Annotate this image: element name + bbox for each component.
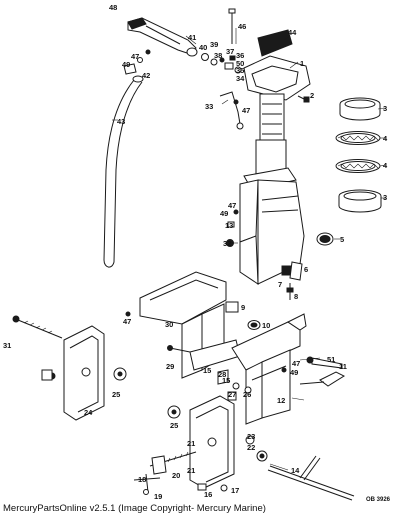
callout: 46 — [238, 22, 246, 31]
tilt-pin — [167, 345, 191, 353]
callout: 22 — [247, 443, 255, 452]
callout: 4 — [383, 161, 388, 170]
tiller-handle — [127, 17, 198, 57]
callout: 49 — [290, 368, 298, 377]
callout: 29 — [166, 362, 174, 371]
callout: 13 — [225, 221, 233, 230]
callout: 18 — [138, 475, 146, 484]
callout: 21 — [187, 439, 195, 448]
swivel-bracket — [139, 271, 241, 379]
tilt-rod — [267, 455, 355, 501]
clamp-bracket-right — [231, 313, 307, 425]
callout: 4 — [383, 134, 388, 143]
callout: 31 — [3, 341, 11, 350]
stern-bracket-left — [41, 325, 105, 421]
callout: 23 — [247, 432, 255, 441]
callout: 38 — [214, 51, 222, 60]
callout: 20 — [172, 471, 180, 480]
callout: 24 — [84, 408, 93, 417]
bracket-fasteners — [125, 311, 287, 401]
bearing-ring-3-top — [339, 97, 381, 121]
callout: 12 — [277, 396, 285, 405]
clamp-parts — [281, 261, 303, 300]
callout: 28 — [218, 370, 226, 379]
callout: 47 — [131, 52, 139, 61]
callout: 37 — [226, 47, 234, 56]
control-cable — [103, 75, 144, 268]
callout: 36 — [236, 51, 244, 60]
callout: 16 — [204, 490, 212, 499]
callout: 33 — [205, 102, 213, 111]
bearing-ring-3-bottom — [338, 189, 382, 213]
drawing-reference: OB 3926 — [365, 497, 390, 503]
fasteners-16-17 — [197, 483, 228, 492]
callout: 3 — [383, 193, 387, 202]
clamp-screw-31 — [12, 315, 63, 339]
callout: 1 — [300, 59, 304, 68]
bolt-46 — [228, 8, 236, 44]
callout: 3 — [383, 104, 387, 113]
callout: 14 — [291, 466, 300, 475]
callout: 10 — [262, 321, 270, 330]
callout: 17 — [231, 486, 239, 495]
copyright-footer: MercuryPartsOnline v2.5.1 (Image Copyrig… — [3, 503, 266, 514]
leader-lines — [112, 28, 387, 471]
callout: 34 — [236, 74, 245, 83]
callout: 8 — [294, 292, 298, 301]
callout: 26 — [243, 390, 251, 399]
callout: 7 — [278, 280, 282, 289]
callout: 41 — [188, 33, 196, 42]
callout: 43 — [117, 117, 125, 126]
clamp-screw-20 — [149, 451, 197, 475]
bushing-10 — [247, 320, 261, 330]
callout: 47 — [292, 359, 300, 368]
callout: 30 — [165, 320, 173, 329]
clamp-handle — [133, 473, 161, 495]
callout: 11 — [339, 362, 347, 371]
callout: 15 — [222, 376, 230, 385]
callout: 48 — [109, 3, 117, 12]
driveshaft-housing — [239, 55, 311, 285]
callout-labels: 48 41 40 39 38 37 36 50 35 34 46 44 47 4… — [3, 3, 388, 501]
callout: 50 — [236, 59, 244, 68]
callout: 9 — [241, 303, 245, 312]
callout: 40 — [199, 43, 207, 52]
callout: 47 — [242, 106, 250, 115]
callout: 32 — [223, 239, 231, 248]
stern-bracket-lower — [167, 395, 235, 489]
washer-25 — [113, 367, 127, 381]
callout: 25 — [112, 390, 120, 399]
callout: 44 — [288, 28, 297, 37]
callout: 39 — [210, 40, 218, 49]
bearing-4-bottom — [335, 159, 381, 173]
callout: 47 — [123, 317, 131, 326]
callout: 19 — [154, 492, 162, 501]
plate-9 — [225, 301, 239, 313]
plug-5 — [316, 232, 334, 246]
callout: 47 — [228, 201, 236, 210]
callout: 51 — [327, 355, 335, 364]
tilt-lever — [299, 356, 346, 387]
callout: 27 — [228, 390, 236, 399]
callout: 21 — [187, 466, 195, 475]
callout: 5 — [340, 235, 344, 244]
bearing-4-top — [335, 131, 381, 145]
callout: 49 — [122, 60, 130, 69]
link-rod — [219, 91, 244, 130]
callout: 35 — [236, 66, 244, 75]
washers-22-23 — [245, 435, 268, 462]
callout: 2 — [310, 91, 314, 100]
callout: 49 — [220, 209, 228, 218]
callout: 6 — [304, 265, 308, 274]
screw-2 — [297, 95, 310, 103]
callout: 15 — [203, 366, 211, 375]
callout: 25 — [170, 421, 178, 430]
callout: 42 — [142, 71, 150, 80]
